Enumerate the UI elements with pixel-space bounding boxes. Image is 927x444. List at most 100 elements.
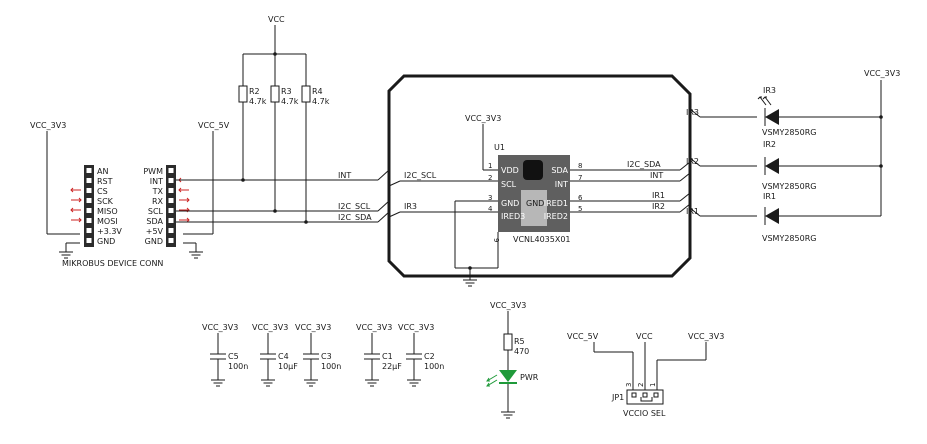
svg-text:C4: C4 — [278, 352, 289, 361]
svg-text:22µF: 22µF — [382, 362, 402, 371]
vcc-5v-left-label: VCC_5V — [198, 121, 230, 130]
net-i2c-scl-left: I2C_SCL — [338, 202, 371, 211]
svg-text:VCC_3V3: VCC_3V3 — [490, 301, 526, 310]
svg-text:IR2: IR2 — [652, 202, 665, 211]
svg-text:IRED1: IRED1 — [544, 199, 568, 208]
svg-text:RST: RST — [97, 177, 113, 186]
svg-text:TX: TX — [152, 187, 164, 196]
svg-text:10µF: 10µF — [278, 362, 298, 371]
svg-text:VCC_5V: VCC_5V — [567, 332, 599, 341]
svg-text:1: 1 — [488, 162, 492, 170]
svg-text:IRED2: IRED2 — [544, 212, 568, 221]
svg-text:CS: CS — [97, 187, 108, 196]
svg-text:7: 7 — [578, 174, 582, 182]
svg-text:100n: 100n — [321, 362, 341, 371]
svg-text:VDD: VDD — [501, 166, 519, 175]
svg-text:SCK: SCK — [97, 197, 114, 206]
u1-chip-body — [498, 155, 570, 232]
mikrobus-power-wiring — [46, 131, 214, 259]
u1-wiring — [454, 124, 691, 287]
svg-text:VCC: VCC — [636, 332, 653, 341]
svg-text:SDA: SDA — [551, 166, 568, 175]
svg-text:VSMY2850RG: VSMY2850RG — [762, 182, 816, 191]
mikrobus-right-pin-labels: PWM INT TX RX SCL SDA +5V GND — [143, 167, 163, 246]
vcc-3v3-right-label: VCC_3V3 — [864, 69, 900, 78]
svg-text:IR3: IR3 — [763, 86, 776, 95]
mikrobus-left-header — [84, 165, 94, 247]
svg-text:MISO: MISO — [97, 207, 118, 216]
mikrobus-signal-wires — [176, 179, 378, 223]
capacitor-c2: VCC_3V3 C2 100n — [398, 323, 444, 387]
vcc-pullup-wiring — [238, 25, 311, 224]
svg-text:INT: INT — [650, 171, 663, 180]
svg-text:9: 9 — [492, 238, 500, 242]
mikrobus-left-pin-labels: AN RST CS SCK MISO MOSI +3.3V GND — [97, 167, 122, 246]
svg-text:I2C_SDA: I2C_SDA — [627, 160, 661, 169]
svg-text:VCC_3V3: VCC_3V3 — [252, 323, 288, 332]
svg-text:SCL: SCL — [501, 180, 517, 189]
capacitor-c1: VCC_3V3 C1 22µF — [356, 323, 402, 387]
resistor-r4: R4 4.7k — [312, 87, 330, 106]
ir-led-ir3: IR3 VSMY2850RG — [757, 86, 816, 137]
svg-text:R2: R2 — [249, 87, 260, 96]
svg-text:1: 1 — [649, 383, 657, 387]
power-led-circuit: VCC_3V3 R5 470 PWR — [486, 301, 539, 419]
svg-text:VCCIO SEL: VCCIO SEL — [623, 409, 666, 418]
svg-text:PWR: PWR — [520, 373, 539, 382]
net-i2c-sda-left: I2C_SDA — [338, 213, 372, 222]
svg-text:2: 2 — [637, 383, 645, 387]
svg-text:INT: INT — [150, 177, 163, 186]
u1-pin-names: VDD SCL GND IRED3 SDA INT IRED1 IRED2 GN… — [501, 166, 569, 221]
svg-text:VSMY2850RG: VSMY2850RG — [762, 234, 816, 243]
svg-text:VCC_3V3: VCC_3V3 — [688, 332, 724, 341]
jumper-jp1: VCC_5V VCC VCC_3V3 3 2 1 JP1 VCCIO SEL — [567, 332, 724, 418]
svg-text:AN: AN — [97, 167, 108, 176]
u1-part-label: VCNL4035X01 — [513, 235, 571, 244]
svg-text:C3: C3 — [321, 352, 332, 361]
svg-text:100n: 100n — [228, 362, 248, 371]
svg-text:C2: C2 — [424, 352, 435, 361]
svg-text:+3.3V: +3.3V — [97, 227, 122, 236]
u1-ref: U1 — [494, 143, 505, 152]
svg-text:6: 6 — [578, 194, 583, 202]
svg-text:C5: C5 — [228, 352, 239, 361]
vcc-3v3-left-label: VCC_3V3 — [30, 121, 66, 130]
svg-text:5: 5 — [578, 205, 582, 213]
vcc-top-label: VCC — [268, 15, 285, 24]
mikrobus-right-header — [166, 165, 176, 247]
svg-text:GND: GND — [97, 237, 115, 246]
svg-text:C1: C1 — [382, 352, 393, 361]
ir-net-labels: IR3 IR2 IR1 — [686, 108, 699, 216]
svg-text:RX: RX — [152, 197, 164, 206]
bus-entries-left — [377, 169, 480, 223]
svg-text:4.7k: 4.7k — [281, 97, 299, 106]
ir-led-ir1: IR1 VSMY2850RG — [762, 192, 816, 243]
svg-text:IRED3: IRED3 — [501, 212, 525, 221]
capacitor-c4: VCC_3V3 C4 10µF — [252, 323, 298, 387]
svg-text:VCC_3V3: VCC_3V3 — [202, 323, 238, 332]
svg-text:R4: R4 — [312, 87, 323, 96]
svg-text:+5V: +5V — [146, 227, 164, 236]
signal-bus-outline — [387, 74, 692, 278]
net-ir3-u1: IR3 — [404, 202, 417, 211]
svg-text:IR1: IR1 — [652, 191, 665, 200]
svg-text:GND: GND — [501, 199, 519, 208]
svg-text:VSMY2850RG: VSMY2850RG — [762, 128, 816, 137]
resistor-r2: R2 4.7k — [249, 87, 267, 106]
svg-text:4: 4 — [488, 205, 493, 213]
svg-text:R3: R3 — [281, 87, 292, 96]
svg-text:SCL: SCL — [148, 207, 164, 216]
svg-text:IR1: IR1 — [686, 207, 699, 216]
capacitor-c3: VCC_3V3 C3 100n — [295, 323, 341, 387]
net-int-left: INT — [338, 171, 351, 180]
svg-text:3: 3 — [625, 383, 633, 387]
svg-text:3: 3 — [488, 194, 492, 202]
svg-text:IR2: IR2 — [686, 157, 699, 166]
u1-pin-numbers: 1 2 3 4 8 7 6 5 9 — [488, 162, 583, 242]
svg-text:4.7k: 4.7k — [249, 97, 267, 106]
svg-text:8: 8 — [578, 162, 582, 170]
svg-text:SDA: SDA — [146, 217, 163, 226]
svg-text:IR3: IR3 — [686, 108, 699, 117]
ir-led-wiring — [689, 80, 883, 217]
capacitor-c5: VCC_3V3 C5 100n — [202, 323, 248, 387]
